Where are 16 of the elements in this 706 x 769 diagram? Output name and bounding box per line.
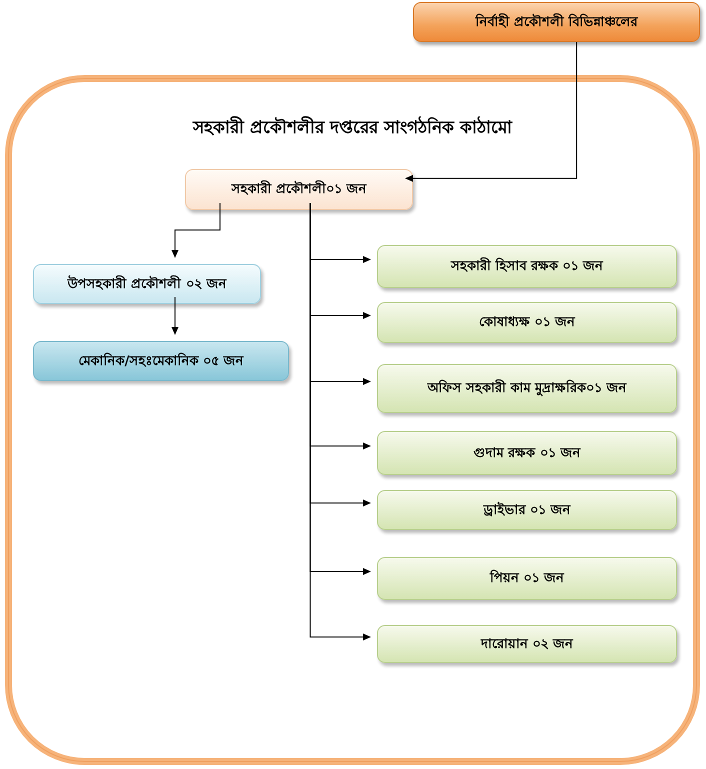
position-box: উপসহকারী প্রকৌশলী ০২ জন [33,264,261,304]
frame-border [5,75,700,765]
connector-arrow [405,42,578,182]
connector-arrow [172,296,178,335]
position-box: পিয়ন ০১ জন [377,557,677,600]
position-box: গুদাম রক্ষক ০১ জন [377,431,677,475]
position-box: কোষাধ্যক্ষ ০১ জন [377,302,677,343]
chart-title: সহকারী প্রকৌশলীর দপ্তরের সাংগঠনিক কাঠামো [192,115,514,140]
position-box: দারোয়ান ০২ জন [377,625,677,663]
position-box: অফিস সহকারী কাম মুদ্রাক্ষরিক০১ জন [377,364,677,413]
position-box: ড্রাইভার ০১ জন [377,490,677,530]
position-box: সহকারী হিসাব রক্ষক ০১ জন [377,245,677,288]
position-box: সহকারী প্রকৌশলী০১ জন [185,169,413,210]
connector-arrow [172,202,220,258]
position-box: মেকানিক/সহঃমেকানিক ০৫ জন [33,341,289,381]
position-box: নির্বাহী প্রকৌশলী বিভিন্নাঞ্চলের [413,2,700,42]
